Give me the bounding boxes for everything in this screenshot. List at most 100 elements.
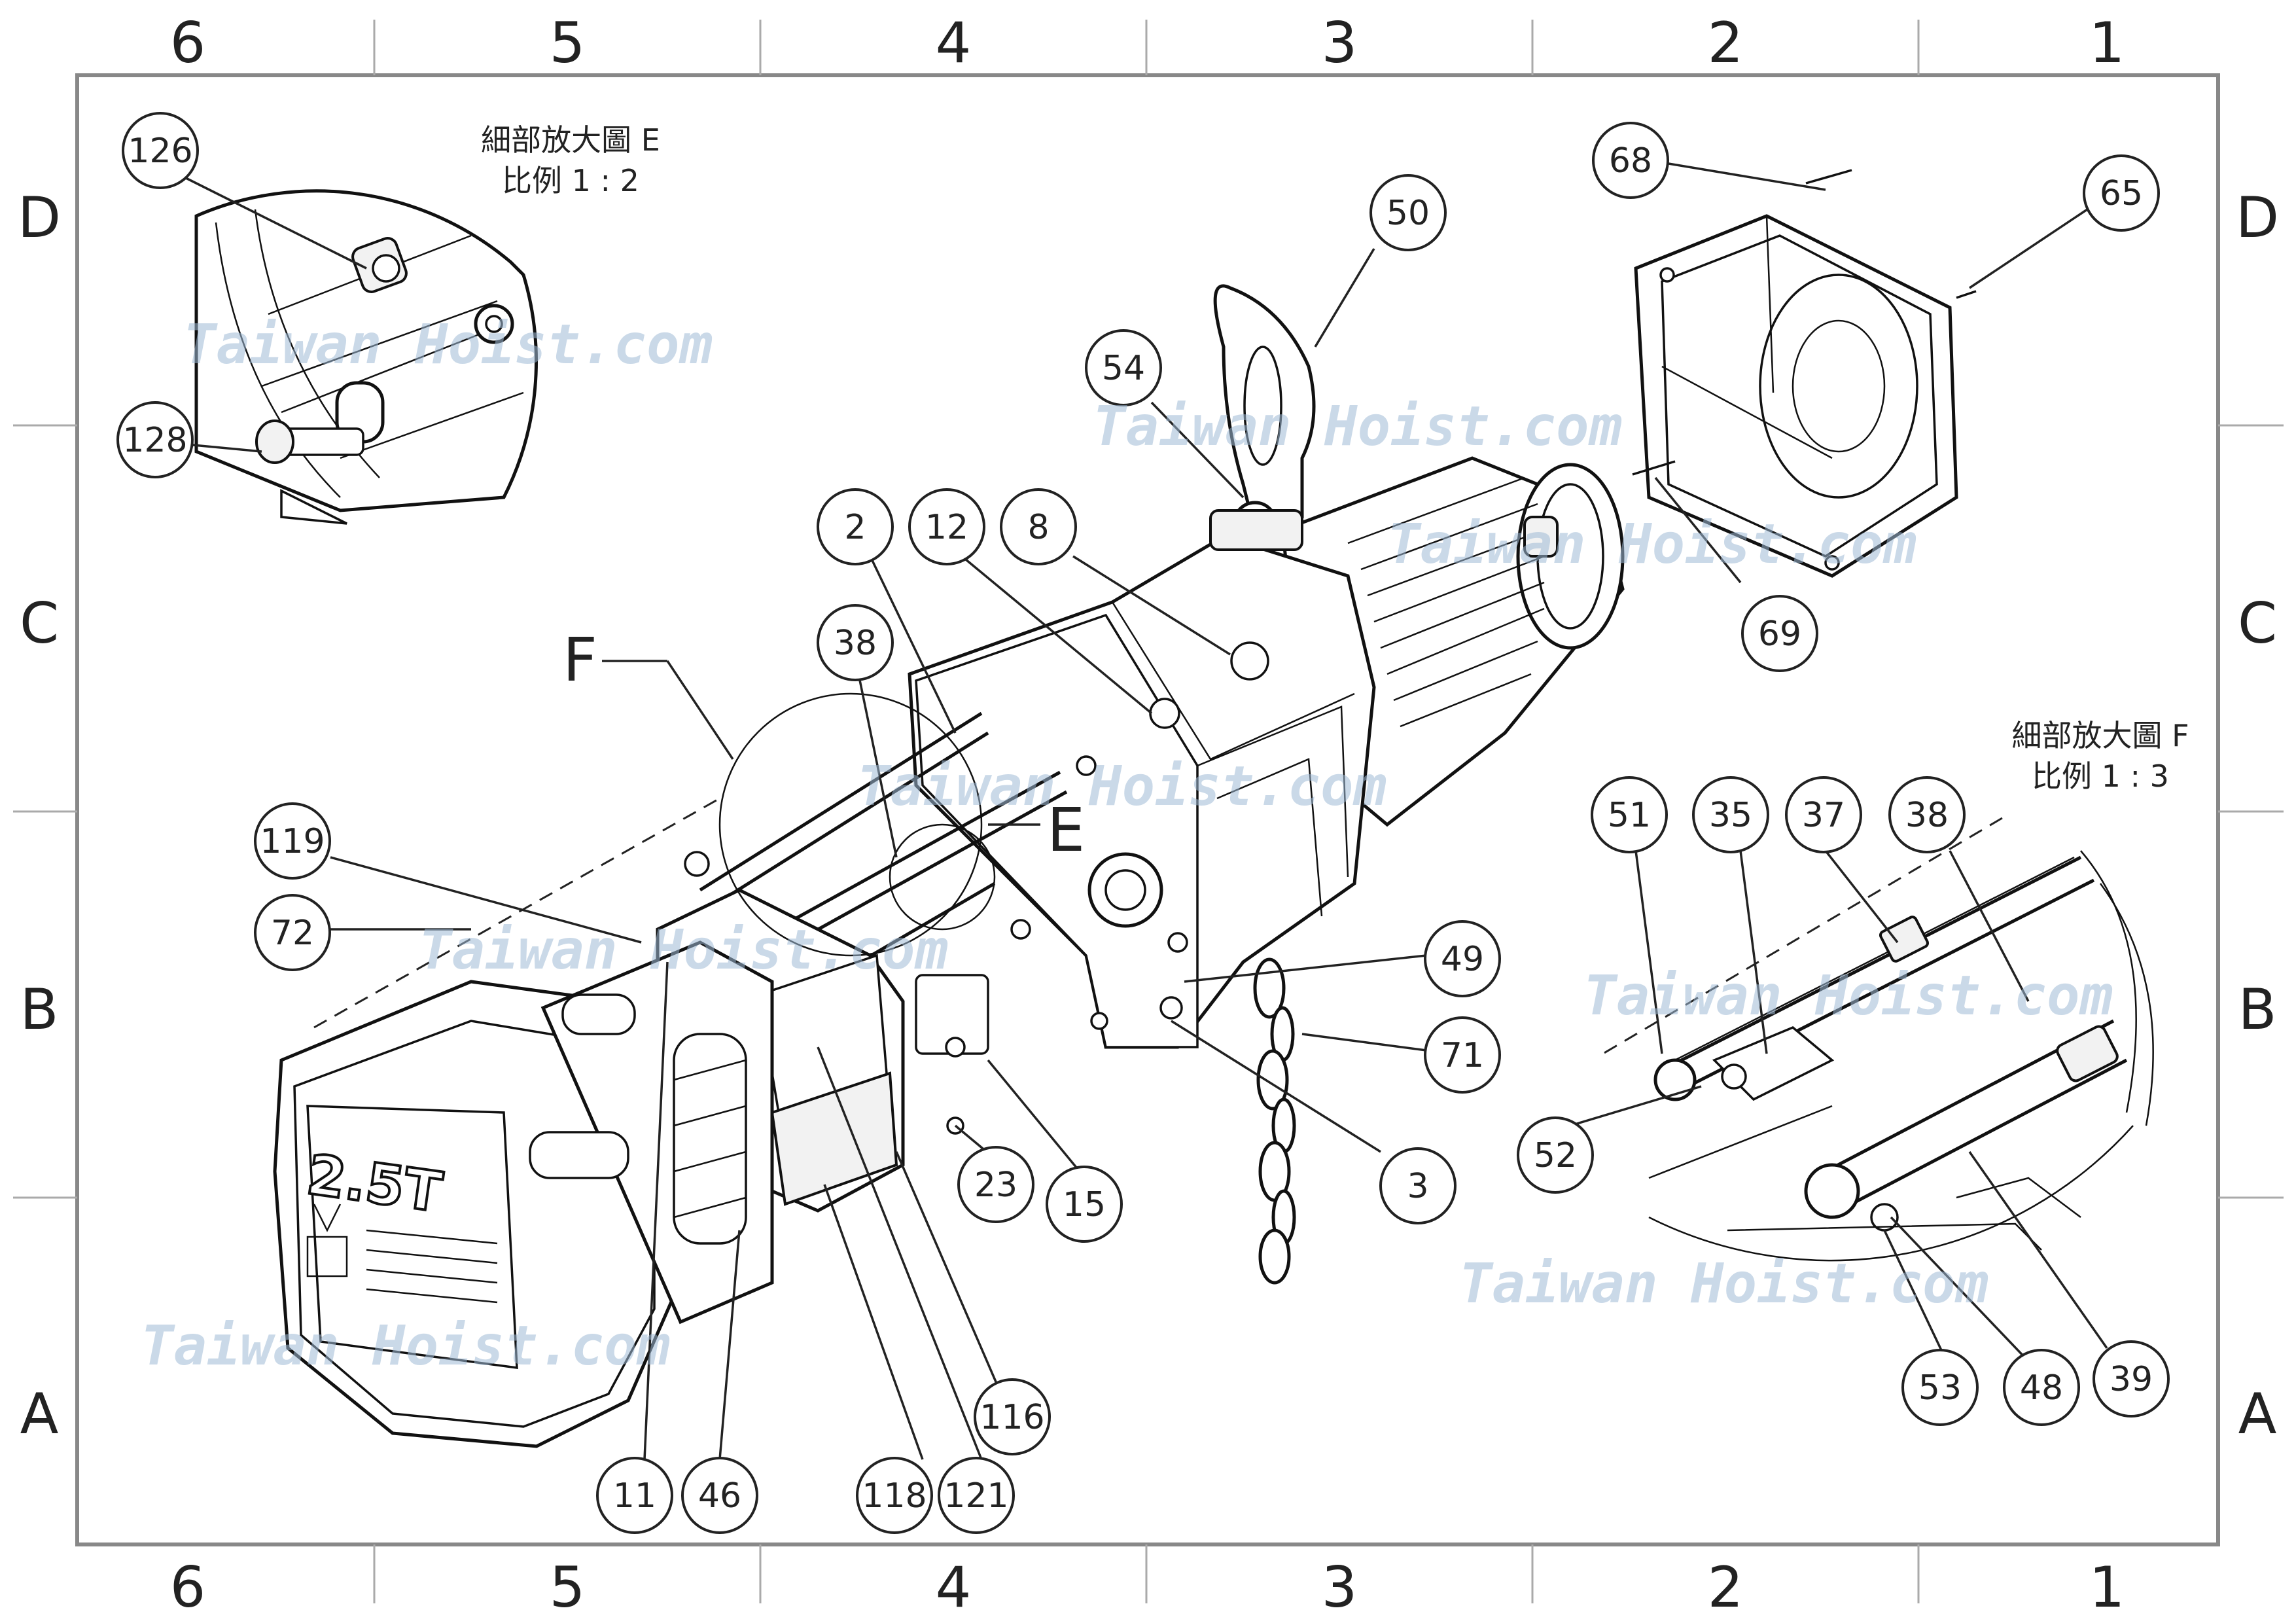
fan-cover <box>1632 169 1977 578</box>
watermark-2: Taiwan Hoist.com <box>1093 394 1622 458</box>
balloon-52-label: 52 <box>1534 1136 1577 1175</box>
watermark-7: Taiwan Hoist.com <box>1459 1251 1988 1315</box>
balloon-118: 118 <box>856 1457 933 1534</box>
zone-col-1-bottom: 1 <box>2089 1555 2125 1620</box>
balloon-37: 37 <box>1785 776 1862 853</box>
watermarks: Taiwan Hoist.com Taiwan Hoist.com Taiwan… <box>141 312 2113 1378</box>
balloon-35: 35 <box>1692 776 1769 853</box>
balloon-48: 48 <box>2003 1349 2080 1426</box>
balloon-12-label: 12 <box>925 508 968 547</box>
zone-rows-left: D C B A <box>18 185 61 1447</box>
balloon-8: 8 <box>1000 488 1077 565</box>
watermark-8: Taiwan Hoist.com <box>141 1313 670 1378</box>
balloon-53: 53 <box>1901 1349 1979 1426</box>
balloon-11: 11 <box>596 1457 673 1534</box>
zone-row-a-left: A <box>20 1382 59 1447</box>
detail-f-title: 細部放大圖 F <box>2011 718 2189 753</box>
balloon-3-label: 3 <box>1407 1167 1428 1206</box>
detail-e-scale: 比例 1 : 2 <box>502 163 639 198</box>
zone-row-a-right: A <box>2238 1382 2277 1447</box>
zone-col-3-bottom: 3 <box>1322 1555 1358 1620</box>
balloon-39: 39 <box>2093 1340 2170 1418</box>
balloon-65-label: 65 <box>2100 174 2143 213</box>
balloon-23-label: 23 <box>974 1166 1017 1205</box>
balloon-2-label: 2 <box>844 508 866 547</box>
zone-row-d-left: D <box>18 185 61 251</box>
balloon-35-label: 35 <box>1709 796 1752 835</box>
balloon-23: 23 <box>957 1146 1034 1223</box>
balloon-54: 54 <box>1085 329 1162 406</box>
balloon-71-label: 71 <box>1441 1036 1484 1075</box>
detail-e-marker: E <box>1047 795 1085 865</box>
zone-col-5-bottom: 5 <box>550 1555 586 1620</box>
balloon-126-label: 126 <box>128 132 192 171</box>
zone-col-2-top: 2 <box>1708 10 1744 76</box>
detail-e-title: 細部放大圖 E <box>481 122 660 158</box>
gearbox-housing <box>908 535 1376 1049</box>
balloon-121-label: 121 <box>944 1476 1008 1516</box>
balloon-128-label: 128 <box>122 421 187 460</box>
balloon-48-label: 48 <box>2020 1368 2063 1408</box>
zone-columns-bottom: 6 5 4 3 2 1 <box>170 1555 2125 1620</box>
balloon-119-label: 119 <box>260 822 325 861</box>
balloon-12: 12 <box>908 488 985 565</box>
balloon-68-label: 68 <box>1609 141 1652 181</box>
zone-col-1-top: 1 <box>2089 10 2125 76</box>
watermark-6: Taiwan Hoist.com <box>1583 963 2113 1027</box>
balloon-71: 71 <box>1424 1016 1501 1094</box>
zone-row-d-right: D <box>2236 185 2279 251</box>
zone-col-6-top: 6 <box>170 10 206 76</box>
detail-e-reference-circle <box>889 823 996 931</box>
balloon-50: 50 <box>1369 174 1447 251</box>
balloon-118-label: 118 <box>862 1476 927 1516</box>
balloon-37-label: 37 <box>1802 796 1845 835</box>
balloon-126: 126 <box>122 112 199 189</box>
balloon-49-label: 49 <box>1441 940 1484 979</box>
zone-col-2-bottom: 2 <box>1708 1555 1744 1620</box>
balloon-15: 15 <box>1046 1166 1123 1243</box>
balloon-72: 72 <box>254 894 331 971</box>
detail-f-view <box>1602 817 2154 1262</box>
balloon-51: 51 <box>1591 776 1668 853</box>
drawing-frame <box>13 20 2284 1603</box>
balloon-69-label: 69 <box>1758 615 1801 654</box>
detail-f-scale: 比例 1 : 3 <box>2032 758 2169 794</box>
watermark-1: Taiwan Hoist.com <box>183 312 713 376</box>
zone-rows-right: D C B A <box>2236 185 2279 1447</box>
watermark-3: Taiwan Hoist.com <box>1387 512 1916 576</box>
balloon-121: 121 <box>938 1457 1015 1534</box>
balloon-15-label: 15 <box>1063 1185 1106 1224</box>
zone-col-4-top: 4 <box>936 10 972 76</box>
detail-f-reference-circle <box>718 692 983 957</box>
detail-e-view <box>194 189 538 525</box>
balloon-69: 69 <box>1741 595 1818 672</box>
balloon-65: 65 <box>2083 154 2160 232</box>
balloon-11-label: 11 <box>613 1476 656 1516</box>
load-chain <box>1253 957 1296 1285</box>
balloon-116: 116 <box>974 1378 1051 1455</box>
zone-row-b-right: B <box>2238 977 2277 1043</box>
detail-f-marker: F <box>563 625 597 695</box>
balloon-72-label: 72 <box>271 914 314 953</box>
balloon-38-main: 38 <box>817 604 894 681</box>
zone-col-6-bottom: 6 <box>170 1555 206 1620</box>
balloon-119: 119 <box>254 802 331 880</box>
zone-col-4-bottom: 4 <box>936 1555 972 1620</box>
zone-row-b-left: B <box>20 977 59 1043</box>
zone-row-c-right: C <box>2238 591 2277 656</box>
balloon-46: 46 <box>681 1457 758 1534</box>
balloon-8-label: 8 <box>1027 508 1049 547</box>
balloon-49: 49 <box>1424 920 1501 997</box>
balloon-39-label: 39 <box>2110 1360 2153 1399</box>
balloon-51-label: 51 <box>1608 796 1651 835</box>
balloon-54-label: 54 <box>1102 349 1145 388</box>
balloon-50-label: 50 <box>1386 194 1430 233</box>
balloon-116-label: 116 <box>980 1398 1044 1437</box>
balloon-38-detail: 38 <box>1888 776 1966 853</box>
balloon-53-label: 53 <box>1918 1368 1962 1408</box>
balloon-46-label: 46 <box>698 1476 741 1516</box>
watermark-4: Taiwan Hoist.com <box>857 754 1386 818</box>
watermark-5: Taiwan Hoist.com <box>419 918 948 982</box>
balloon-38-detail-label: 38 <box>1905 796 1949 835</box>
